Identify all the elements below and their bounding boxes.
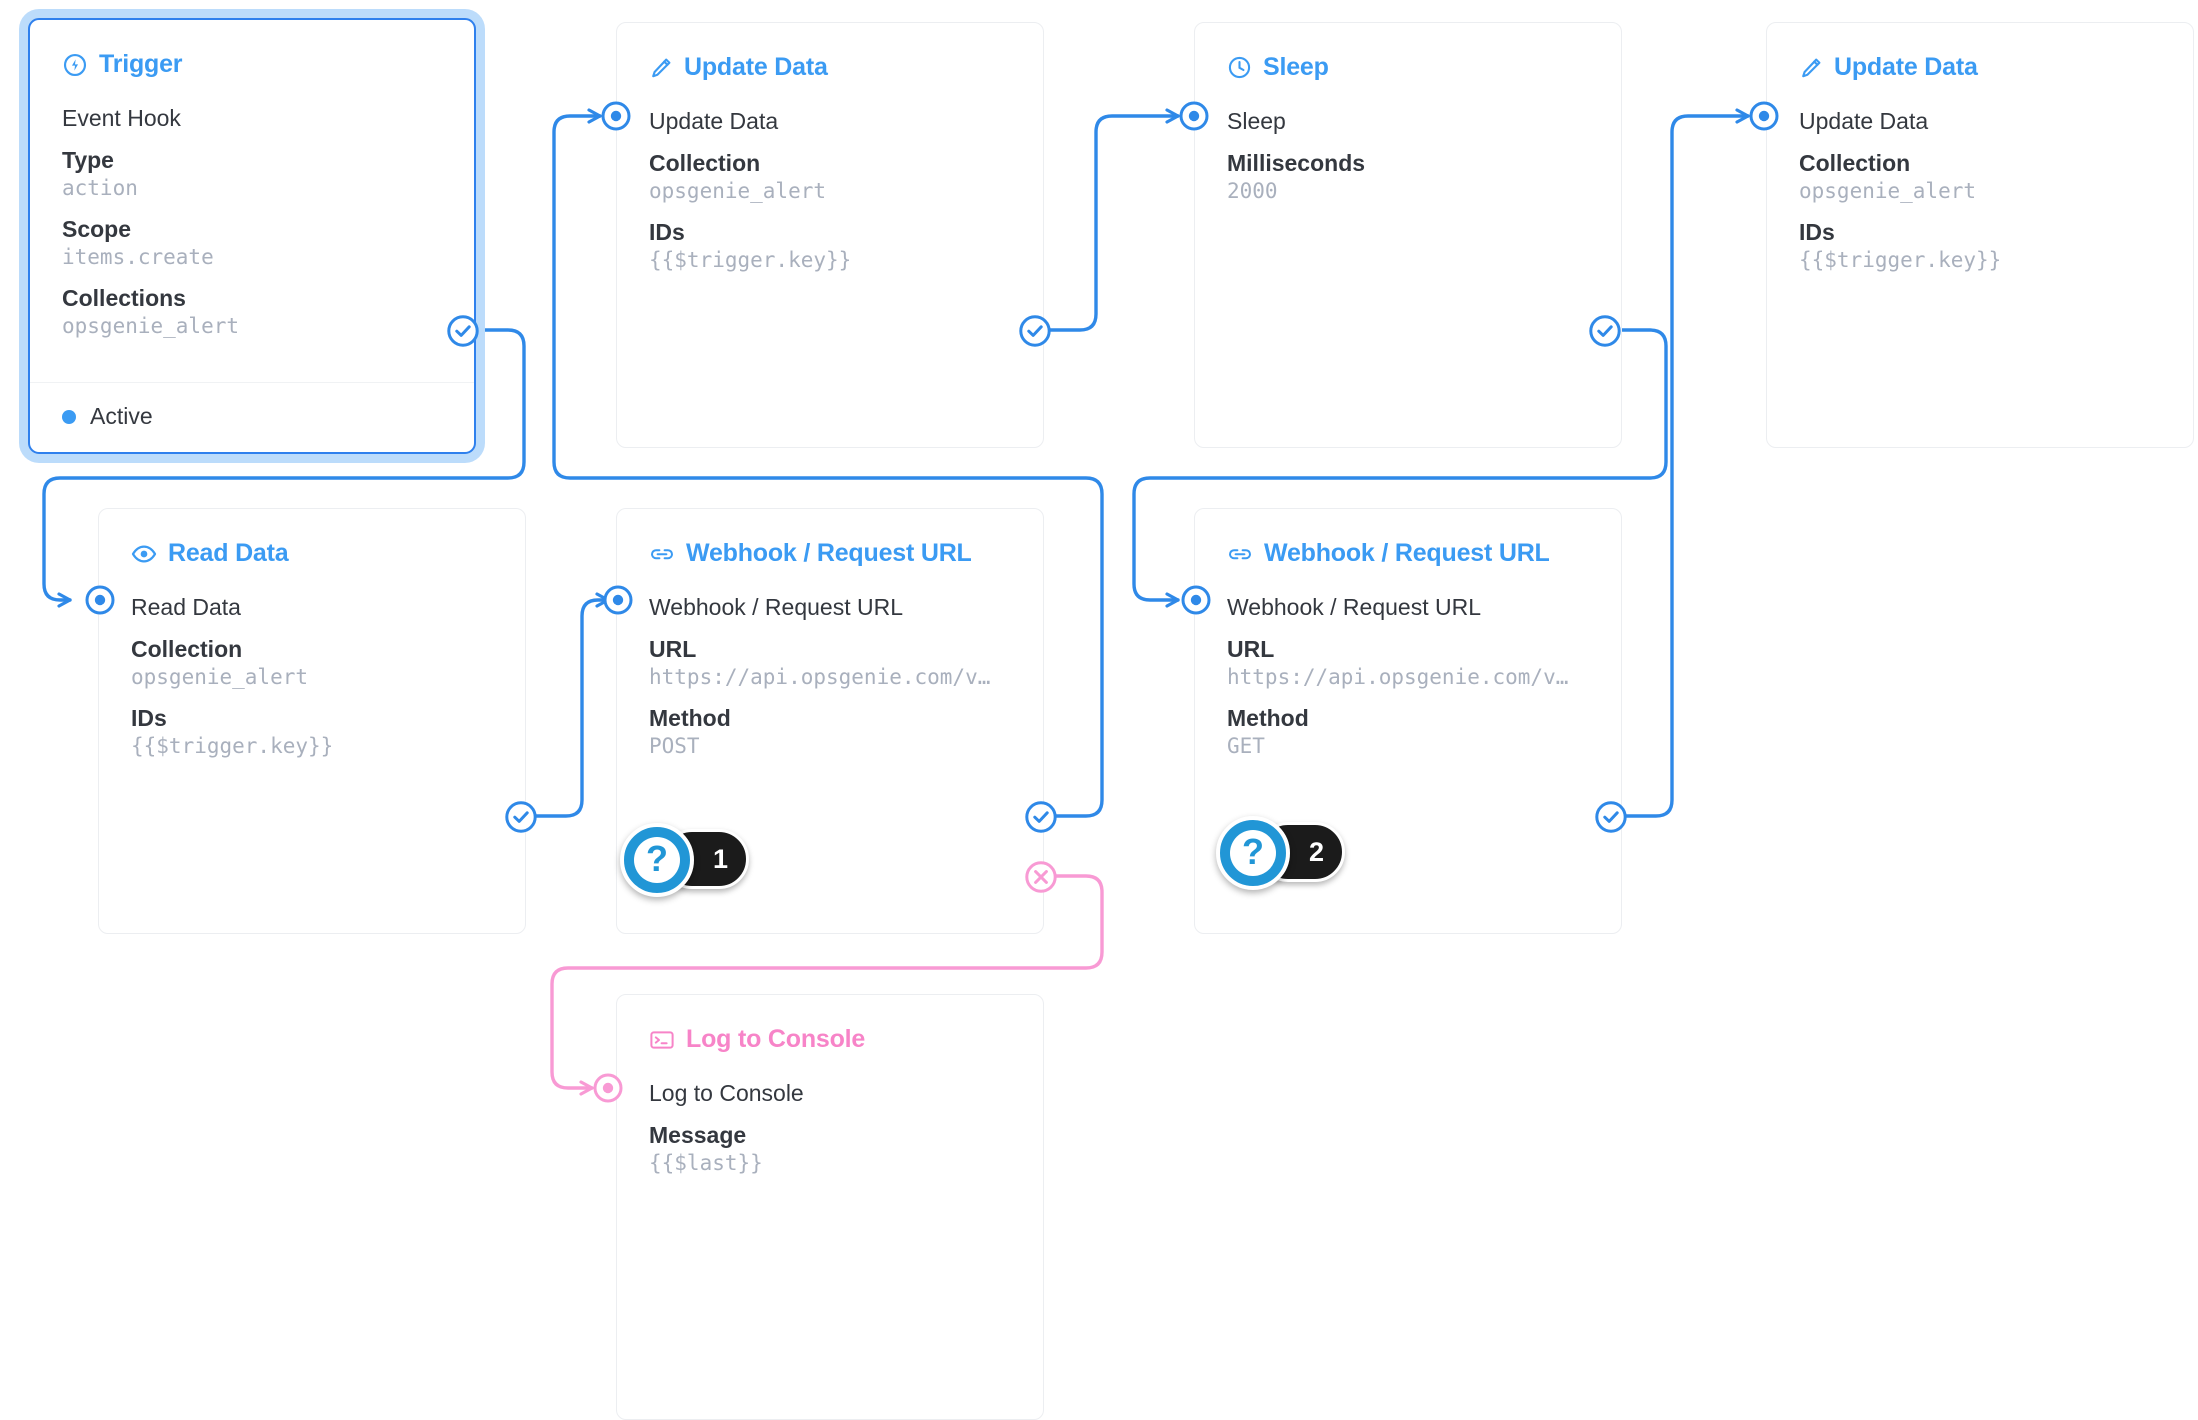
field-key-milliseconds: Milliseconds [1227, 150, 1366, 176]
field-value-ids: {{$trigger.key}} [131, 733, 334, 758]
help-badge-2[interactable]: 2 ? [1216, 816, 1346, 890]
node-header-label: Update Data [1834, 53, 1978, 81]
input-port-sleep[interactable] [1178, 100, 1210, 137]
input-port-update-data-1[interactable] [600, 100, 632, 137]
resolve-port-trigger[interactable] [446, 314, 480, 353]
node-subtitle: Update Data [649, 108, 779, 134]
node-header-update-data-2: Update Data [1799, 53, 2161, 82]
field-value-collections: opsgenie_alert [62, 313, 240, 338]
field-key-method: Method [649, 705, 731, 731]
field-key-collections: Collections [62, 285, 186, 311]
field-key-url: URL [649, 636, 697, 662]
node-header-label: Read Data [168, 539, 289, 567]
field-key-collection: Collection [1799, 150, 1911, 176]
field-value-ids: {{$trigger.key}} [649, 247, 852, 272]
input-port-log-to-console[interactable] [592, 1072, 624, 1109]
node-header-read-data: Read Data [131, 539, 493, 568]
field-key-url: URL [1227, 636, 1275, 662]
field-key-collection: Collection [131, 636, 243, 662]
resolve-port-webhook-post[interactable] [1024, 800, 1058, 839]
node-header-sleep: Sleep [1227, 53, 1589, 82]
node-subtitle: Webhook / Request URL [1227, 594, 1481, 620]
question-mark-icon: ? [634, 837, 680, 883]
field-value-method: GET [1227, 733, 1265, 758]
resolve-port-update-data-1[interactable] [1018, 314, 1052, 353]
help-circle-icon[interactable]: ? [1216, 816, 1290, 890]
field-value-milliseconds: 2000 [1227, 178, 1278, 203]
link-icon [1227, 544, 1253, 564]
input-port-update-data-2[interactable] [1748, 100, 1780, 137]
input-port-read-data[interactable] [84, 584, 116, 621]
field-value-collection: opsgenie_alert [1799, 178, 1977, 203]
help-circle-icon[interactable]: ? [620, 823, 694, 897]
node-header-label: Sleep [1263, 53, 1329, 81]
node-header-label: Trigger [99, 50, 183, 78]
resolve-port-webhook-get[interactable] [1594, 800, 1628, 839]
field-value-collection: opsgenie_alert [131, 664, 309, 689]
node-header-webhook-get: Webhook / Request URL [1227, 539, 1589, 568]
field-key-ids: IDs [131, 705, 167, 731]
question-mark-icon: ? [1230, 830, 1276, 876]
field-key-ids: IDs [1799, 219, 1835, 245]
node-header-log-to-console: Log to Console [649, 1025, 1011, 1054]
resolve-port-sleep[interactable] [1588, 314, 1622, 353]
node-subtitle: Update Data [1799, 108, 1929, 134]
field-value-url: https://api.opsgenie.com/v… [1227, 664, 1569, 689]
node-header-label: Webhook / Request URL [1264, 539, 1550, 567]
field-value-collection: opsgenie_alert [649, 178, 827, 203]
reject-port-webhook-post[interactable] [1024, 860, 1058, 899]
help-badge-1[interactable]: 1 ? [620, 823, 750, 897]
help-badge-count: 1 [713, 843, 729, 874]
terminal-icon [649, 1029, 675, 1051]
input-port-webhook-post[interactable] [602, 584, 634, 621]
node-card-update-data-2[interactable]: Update Data Update Data Collection opsge… [1766, 22, 2194, 448]
node-card-read-data[interactable]: Read Data Read Data Collection opsgenie_… [98, 508, 526, 934]
pencil-icon [1799, 56, 1823, 80]
node-card-update-data-1[interactable]: Update Data Update Data Collection opsge… [616, 22, 1044, 448]
field-value-message: {{$last}} [649, 1150, 763, 1175]
bolt-circle-icon [62, 52, 88, 78]
node-header-webhook-post: Webhook / Request URL [649, 539, 1011, 568]
node-subtitle: Sleep [1227, 108, 1286, 134]
link-icon [649, 544, 675, 564]
node-header-label: Webhook / Request URL [686, 539, 972, 567]
field-key-type: Type [62, 147, 114, 173]
node-subtitle: Log to Console [649, 1080, 804, 1106]
input-port-webhook-get[interactable] [1180, 584, 1212, 621]
help-badge-count: 2 [1309, 836, 1325, 867]
node-subtitle: Event Hook [62, 105, 181, 131]
node-subtitle: Read Data [131, 594, 241, 620]
eye-icon [131, 541, 157, 567]
node-subtitle: Webhook / Request URL [649, 594, 903, 620]
field-key-message: Message [649, 1122, 747, 1148]
node-card-trigger[interactable]: Trigger Event Hook Type action Scope ite… [28, 18, 476, 454]
node-header-label: Log to Console [686, 1025, 866, 1053]
pencil-icon [649, 56, 673, 80]
node-header-update-data-1: Update Data [649, 53, 1011, 82]
node-card-log-to-console[interactable]: Log to Console Log to Console Message {{… [616, 994, 1044, 1420]
field-value-type: action [62, 175, 138, 200]
field-value-url: https://api.opsgenie.com/v… [649, 664, 991, 689]
field-value-ids: {{$trigger.key}} [1799, 247, 2002, 272]
status-badge: Active [90, 403, 153, 429]
node-header-trigger: Trigger [62, 50, 442, 79]
field-value-method: POST [649, 733, 700, 758]
field-key-collection: Collection [649, 150, 761, 176]
node-card-sleep[interactable]: Sleep Sleep Milliseconds 2000 [1194, 22, 1622, 448]
field-value-scope: items.create [62, 244, 214, 269]
field-key-scope: Scope [62, 216, 132, 242]
resolve-port-read-data[interactable] [504, 800, 538, 839]
status-dot-icon [62, 409, 76, 424]
trigger-status-footer: Active [30, 382, 474, 452]
field-key-ids: IDs [649, 219, 685, 245]
clock-icon [1227, 55, 1252, 80]
node-header-label: Update Data [684, 53, 828, 81]
field-key-method: Method [1227, 705, 1309, 731]
